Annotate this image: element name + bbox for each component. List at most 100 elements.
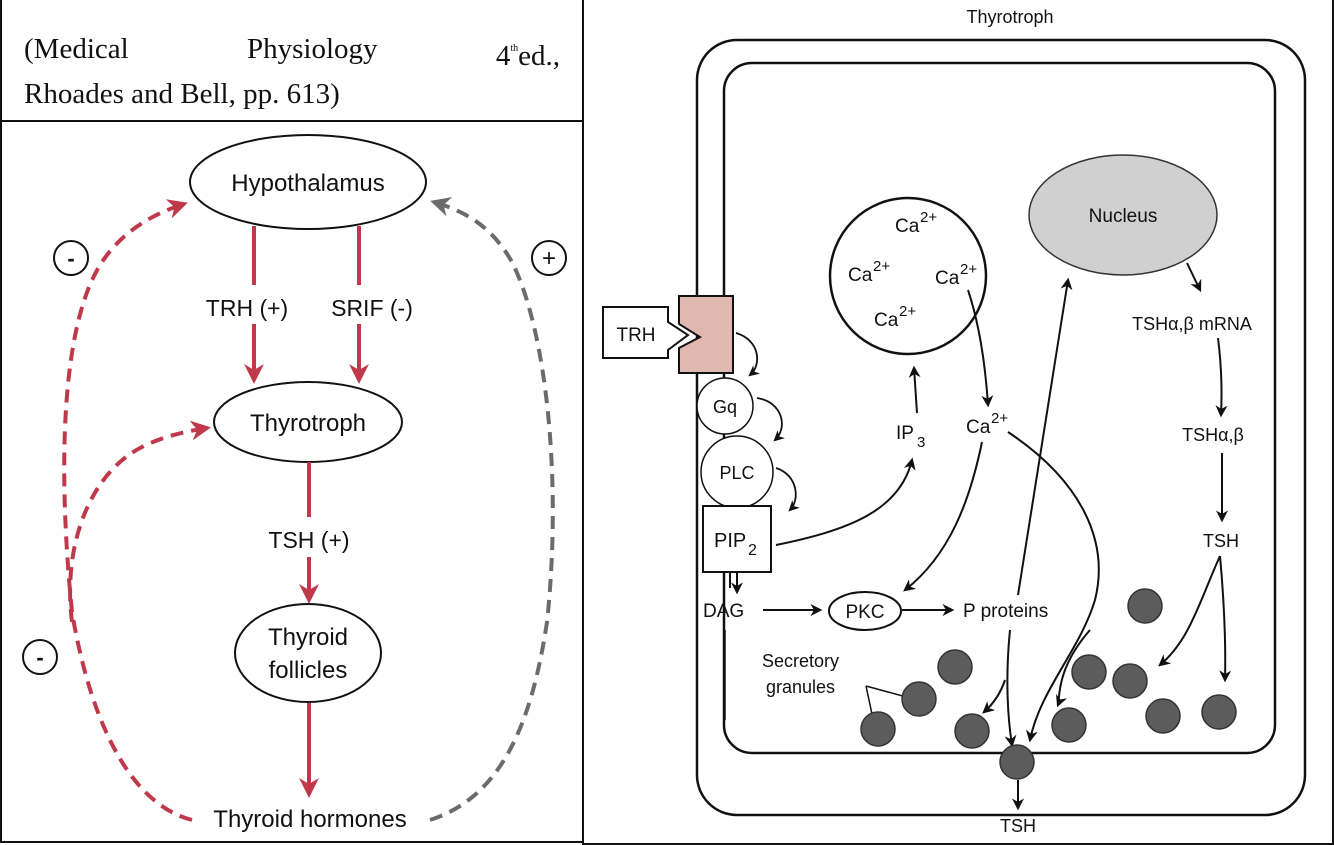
tsh-to-granule-arrow-2 (1219, 555, 1232, 683)
trh-ligand: TRH (602, 306, 690, 359)
p-proteins-to-exocytosis-arrow (1004, 629, 1017, 748)
tsh-to-granule-arrow (1158, 555, 1221, 667)
ca-base: Ca (966, 417, 991, 438)
granule (901, 681, 937, 717)
thyroid-follicles-label-2: follicles (269, 657, 348, 684)
plc-enzyme: PLC (700, 435, 774, 509)
nucleus-label: Nucleus (1089, 206, 1158, 227)
granule (1201, 694, 1237, 730)
ca-base: Ca (895, 216, 920, 237)
trh-ligand-label: TRH (616, 325, 655, 346)
gq-label: Gq (713, 397, 737, 417)
receptor-to-gq-arrow (735, 332, 761, 377)
ca-to-exocytosis-arrow (1007, 431, 1100, 743)
trh-receptor (678, 295, 734, 374)
citation-text: (Medical Physiology 4thed., Rhoades and … (24, 30, 560, 113)
ip3-sub: 3 (917, 434, 925, 451)
cytosolic-ca: Ca 2+ (966, 410, 1008, 438)
positive-sign-right: + (531, 240, 567, 276)
granule (1112, 663, 1148, 699)
p-proteins-branch-arrow (982, 679, 1006, 714)
thyrotroph-label: Thyrotroph (250, 410, 366, 437)
ca-sup: 2+ (960, 261, 977, 278)
tsh-edge: TSH (+) (268, 462, 350, 604)
positive-feedback-arrow (429, 197, 555, 822)
calcium-store (828, 196, 988, 356)
granule (1071, 654, 1107, 690)
edition-tail: ed., (518, 40, 560, 72)
p-proteins-to-nucleus-arrow (1017, 277, 1073, 596)
granule (1051, 707, 1087, 743)
negative-sign-top: - (53, 240, 89, 276)
ca-branch-arrow (1055, 629, 1091, 708)
citation-edition: 4thed., (496, 30, 560, 75)
pkc-enzyme: PKC (828, 591, 902, 631)
positive-sign-right-text: + (542, 245, 556, 272)
cell-title: Thyrotroph (966, 7, 1053, 27)
trh-edge: TRH (+) (206, 226, 288, 384)
secretory-granules (860, 588, 1237, 780)
granule (954, 713, 990, 749)
edition-number: 4 (495, 40, 511, 72)
tsh-inner-label: TSH (1203, 531, 1239, 551)
ca-release-arrow (967, 289, 994, 408)
pkc-label: PKC (845, 602, 884, 623)
granule (937, 649, 973, 685)
citation-line-1: (Medical Physiology 4thed., (24, 30, 560, 75)
pip2-to-ip3-arrow (775, 457, 916, 546)
gq-protein: Gq (696, 377, 754, 435)
outer-membrane (695, 38, 1307, 817)
thyroid-follicles-label-1: Thyroid (268, 624, 348, 651)
negative-feedback-hypothalamus-arrow (62, 199, 193, 822)
plc-label: PLC (719, 463, 754, 483)
srif-label: SRIF (-) (331, 295, 413, 321)
p-proteins-label: P proteins (963, 601, 1048, 622)
negative-sign-top-text: - (67, 246, 74, 271)
srif-edge: SRIF (-) (331, 226, 413, 384)
ca-sup: 2+ (873, 258, 890, 275)
negative-sign-bottom: - (22, 639, 58, 675)
negative-feedback-thyrotroph-arrow (68, 420, 211, 623)
pip2-sub: 2 (748, 542, 757, 559)
thyroid-hormones-label: Thyroid hormones (213, 806, 406, 833)
negative-sign-bottom-text: - (36, 645, 43, 670)
gq-to-plc-arrow (756, 397, 786, 442)
pip2-box: PIP 2 (702, 505, 772, 573)
inner-membrane (722, 61, 1277, 755)
nucleus-to-mrna-arrow (1186, 262, 1202, 293)
citation-word: Physiology (246, 33, 378, 65)
citation-word: (Medical (24, 33, 129, 65)
ca-sup: 2+ (899, 303, 916, 320)
tsh-out-label: TSH (1000, 816, 1036, 836)
hypothalamus-node: Hypothalamus (189, 134, 427, 230)
ca-sup: 2+ (920, 209, 937, 226)
ip3-to-store-arrow (908, 365, 921, 414)
ip3-label: IP 3 (896, 423, 925, 451)
feedback-diagram-panel: Hypothalamus TRH (+) SRIF (-) Thyrotroph… (0, 120, 584, 843)
mrna-to-subunits-arrow (1215, 337, 1228, 418)
tsh-subunits-label: TSHα,β (1182, 425, 1244, 445)
mrna-label: TSHα,β mRNA (1132, 314, 1252, 334)
granule (1127, 588, 1163, 624)
ca-sup: 2+ (991, 410, 1008, 427)
granules-label-2: granules (766, 677, 835, 697)
feedback-diagram: Hypothalamus TRH (+) SRIF (-) Thyrotroph… (22, 134, 567, 833)
citation-line-2: Rhoades and Bell, pp. 613) (24, 78, 340, 110)
ca-to-pkc-arrow (903, 441, 983, 592)
thyroid-follicles-node: Thyroid follicles (234, 603, 382, 703)
ip3-base: IP (896, 423, 914, 444)
ca-base: Ca (848, 265, 873, 286)
citation-box: (Medical Physiology 4thed., Rhoades and … (0, 0, 584, 122)
edition-superscript: th (510, 43, 519, 54)
thyrotroph-node: Thyrotroph (213, 381, 403, 463)
tsh-label: TSH (+) (268, 527, 349, 553)
dag-label: DAG (703, 601, 744, 622)
granules-label-1: Secretory (762, 651, 839, 671)
trh-label: TRH (+) (206, 295, 288, 321)
nucleus: Nucleus (1028, 154, 1218, 276)
